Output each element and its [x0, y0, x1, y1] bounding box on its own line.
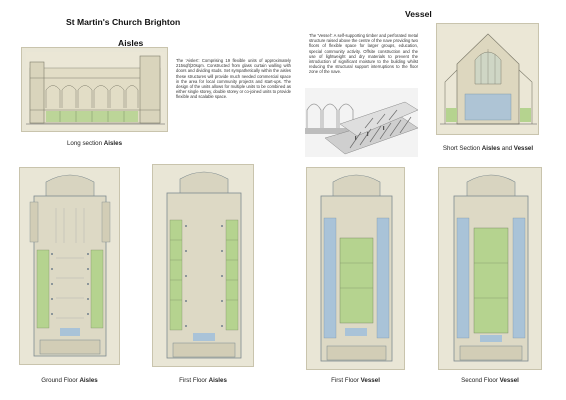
vessel-description: The 'Vessel': A self-supporting timber a…	[309, 33, 418, 75]
second-floor-vessel-plan	[438, 167, 542, 370]
caption-prefix: First Floor	[331, 377, 361, 384]
caption-middle: and	[500, 145, 514, 152]
vessel-heading: Vessel	[405, 9, 432, 19]
caption-first-floor-vessel: First Floor Vessel	[306, 377, 405, 384]
long-section-drawing	[21, 47, 168, 132]
ground-floor-aisles-plan	[19, 167, 120, 365]
caption-prefix: Short Section	[442, 145, 482, 152]
page-title: St Martin's Church Brighton	[66, 17, 181, 27]
caption-prefix: Ground Floor	[41, 377, 80, 384]
vessel-render	[305, 88, 418, 157]
first-floor-vessel-plan	[306, 167, 405, 370]
caption-second-floor-vessel: Second Floor Vessel	[438, 377, 542, 384]
caption-prefix: First Floor	[179, 377, 209, 384]
caption-ground-floor-aisles: Ground Floor Aisles	[19, 377, 120, 384]
caption-bold-2: Vessel	[513, 145, 534, 152]
aisles-heading: Aisles	[118, 38, 144, 48]
caption-bold: Vessel	[499, 377, 519, 384]
caption-prefix: Long section	[66, 140, 104, 147]
aisles-description: The 'Aisles': Comprising 19 flexible uni…	[176, 58, 291, 100]
caption-first-floor-aisles: First Floor Aisles	[152, 377, 254, 384]
first-floor-aisles-plan	[152, 164, 254, 367]
caption-short-section: Short Section Aisles and Vessel	[426, 145, 550, 152]
caption-bold: Aisles	[79, 377, 98, 384]
caption-bold: Aisles	[103, 140, 123, 147]
caption-bold: Aisles	[208, 377, 227, 384]
short-section-drawing	[436, 23, 539, 135]
caption-long-section: Long section Aisles	[21, 140, 168, 147]
caption-bold: Aisles	[481, 145, 501, 152]
caption-bold: Vessel	[360, 377, 380, 384]
caption-prefix: Second Floor	[461, 377, 500, 384]
